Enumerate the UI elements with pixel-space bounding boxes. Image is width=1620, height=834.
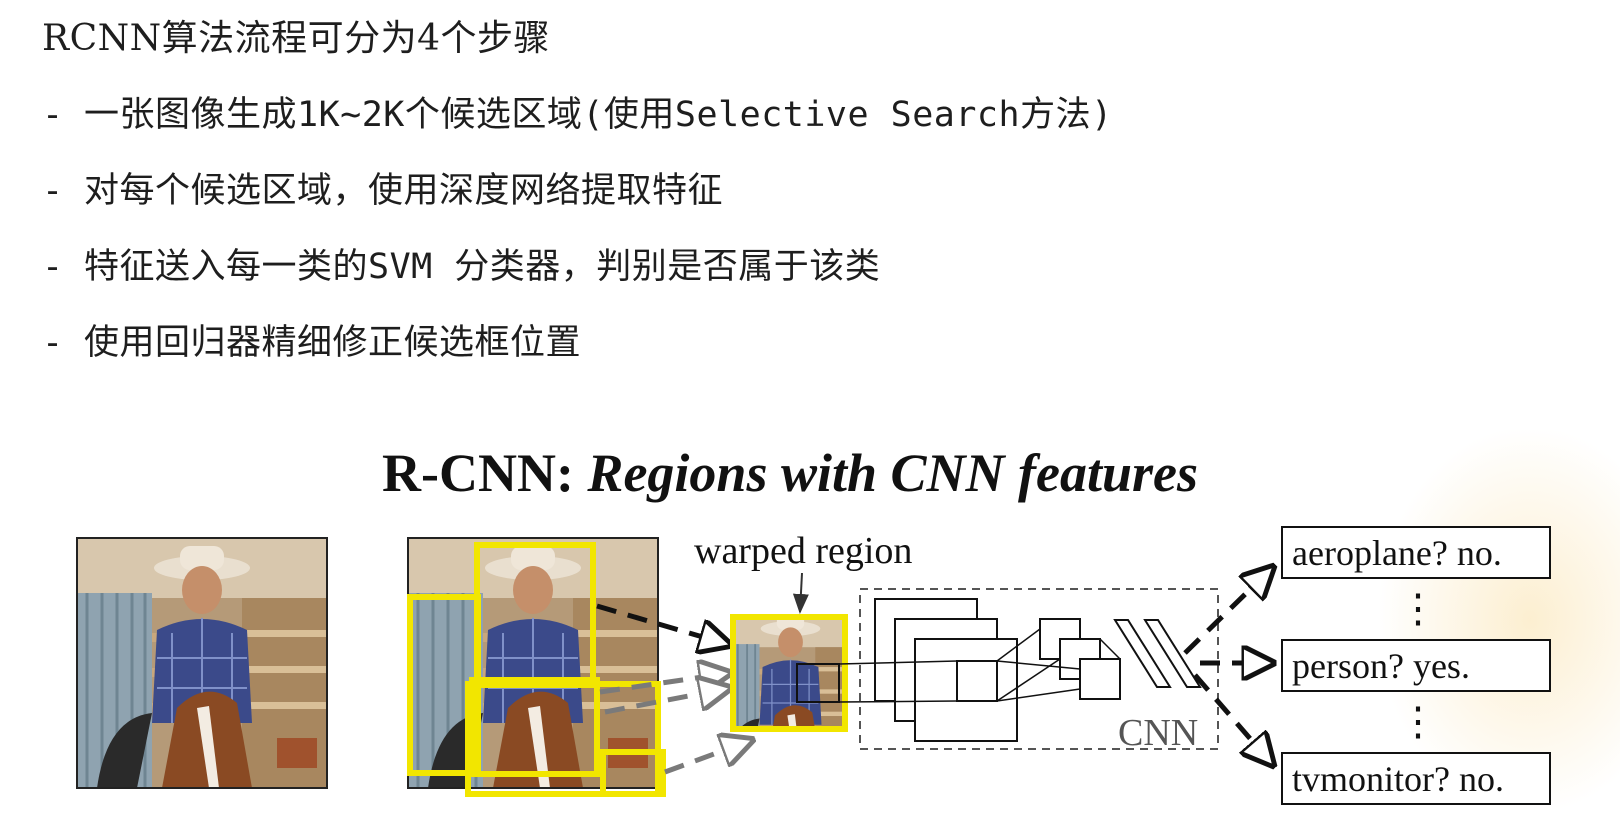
warp-arrow-3 — [604, 688, 730, 715]
figure-title: R-CNN: Regions with CNN features — [381, 443, 1199, 503]
svg-text:person? yes.: person? yes. — [1292, 646, 1470, 686]
proposal-box-small — [600, 749, 666, 797]
output-person: person? yes. — [1281, 639, 1551, 692]
proposal-box-bottom — [465, 681, 661, 797]
warp-arrow-4 — [664, 740, 752, 775]
bullet-list: RCNN算法流程可分为4个步骤 -一张图像生成1K~2K个候选区域(使用Sele… — [42, 14, 1113, 394]
region-proposals-image — [406, 536, 666, 797]
fc-layer-1 — [1113, 619, 1172, 688]
arrow-to-aeroplane — [1183, 567, 1273, 655]
cnn-dashed-border — [859, 588, 1219, 750]
bullet-item-1: -一张图像生成1K~2K个候选区域(使用Selective Search方法) — [42, 95, 1113, 135]
warp-arrows — [596, 603, 752, 775]
ellipsis-2: ⋮ — [1398, 699, 1438, 744]
conv-kernel — [956, 660, 998, 702]
svg-text:aeroplane? no.: aeroplane? no. — [1292, 533, 1502, 573]
cnn-label: CNN — [1118, 712, 1198, 754]
ellipsis-1: ⋮ — [1398, 586, 1438, 631]
fc-layer-2 — [1143, 619, 1202, 688]
bullet-item-3: -特征送入每一类的SVM 分类器，判别是否属于该类 — [42, 247, 881, 287]
warp-arrow-main — [596, 603, 730, 645]
arrow-to-tvmonitor — [1193, 673, 1273, 765]
slide-heading: RCNN算法流程可分为4个步骤 — [42, 18, 551, 59]
warped-label-pointer — [792, 572, 809, 614]
cnn-block: CNN — [838, 588, 1219, 754]
proposal-box-horse — [469, 677, 600, 777]
receptive-field-box — [796, 663, 840, 703]
background-glow — [1380, 430, 1620, 810]
svg-text:tvmonitor? no.: tvmonitor? no. — [1292, 759, 1504, 799]
input-image — [75, 536, 329, 790]
output-tvmonitor: tvmonitor? no. — [1281, 752, 1551, 805]
warped-region-label: warped region — [694, 530, 912, 572]
bullet-item-2: -对每个候选区域，使用深度网络提取特征 — [42, 171, 724, 211]
warped-region-image — [730, 614, 848, 732]
classify-arrows — [1183, 567, 1273, 765]
bullet-item-4: -使用回归器精细修正候选框位置 — [42, 323, 582, 363]
output-aeroplane: aeroplane? no. — [1281, 526, 1551, 579]
